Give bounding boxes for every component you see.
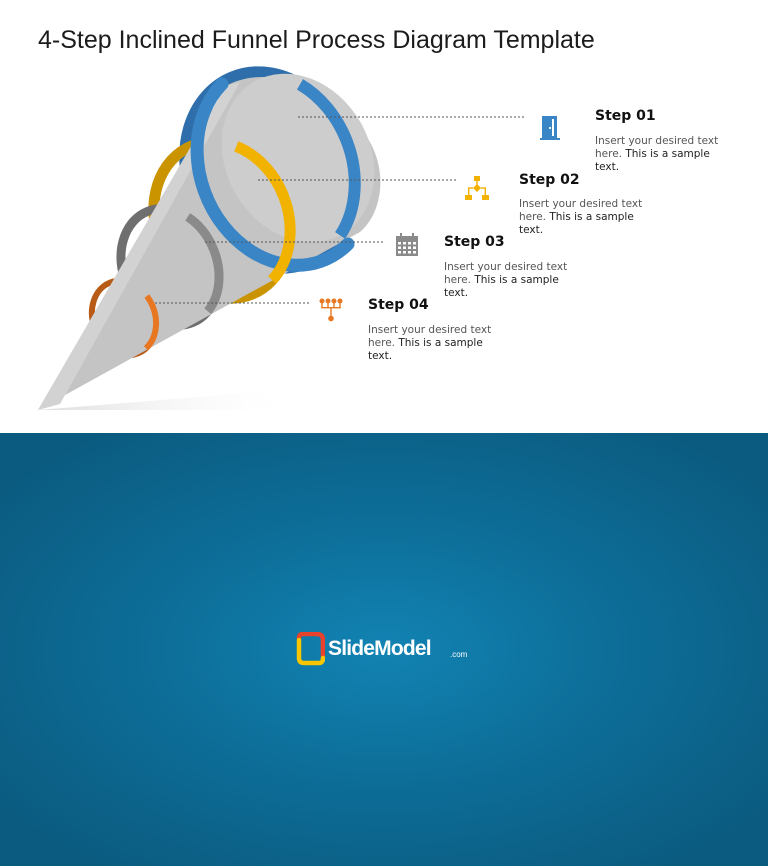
step-2-label: Step 02 (519, 172, 580, 188)
ring-1-front (190, 77, 355, 272)
step-3-label: Step 03 (444, 234, 505, 250)
logo-domain-suffix: .com (450, 650, 468, 659)
logo-mark-icon (296, 632, 325, 666)
ring-2 (148, 136, 296, 304)
funnel-shadow (38, 392, 300, 410)
step-1-desc-tail: This is a sample text. (595, 148, 710, 173)
step-1-desc-lead: Insert your desired text here. (595, 135, 719, 160)
step-4-desc-tail: This is a sample text. (368, 337, 483, 362)
step-1-label: Step 01 (595, 108, 656, 124)
step-2-desc-lead: Insert your desired text here. (519, 198, 643, 223)
step-3-desc-tail: This is a sample text. (444, 274, 559, 299)
flowchart-icon (465, 176, 489, 200)
door-icon (540, 116, 560, 140)
step-2-desc-tail: This is a sample text. (519, 211, 634, 236)
ring-3 (116, 204, 224, 330)
step-4-description: Insert your desired text here. This is a… (368, 324, 508, 363)
calendar-icon (396, 233, 418, 256)
step-1-description: Insert your desired text here. This is a… (595, 135, 735, 174)
ring-4 (88, 277, 160, 359)
step-2-description: Insert your desired text here. This is a… (519, 198, 659, 237)
cover-panel (0, 433, 768, 866)
step-4-label: Step 04 (368, 297, 429, 313)
step-4-desc-lead: Insert your desired text here. (368, 324, 492, 349)
hierarchy-icon (319, 298, 343, 322)
slide-title: 4-Step Inclined Funnel Process Diagram T… (38, 26, 595, 54)
step-3-description: Insert your desired text here. This is a… (444, 261, 584, 300)
funnel-diagram (38, 66, 525, 410)
step-3-desc-lead: Insert your desired text here. (444, 261, 568, 286)
logo-wordmark: SlideModel (328, 637, 432, 660)
slide-panel: 4-Step Inclined Funnel Process Diagram T… (38, 26, 735, 410)
funnel-highlight (38, 82, 240, 410)
ring-1 (179, 66, 361, 274)
